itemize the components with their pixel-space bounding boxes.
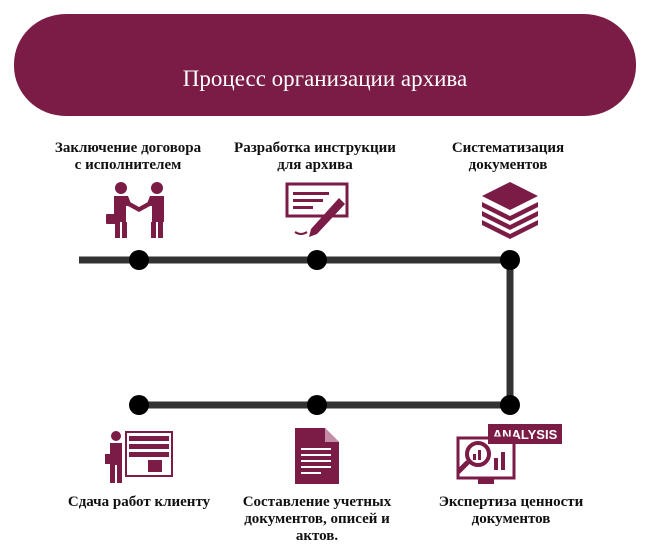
stack-icon [482, 182, 538, 239]
archive-handover-icon [105, 431, 173, 483]
document-signing-icon [285, 182, 349, 237]
step-label-instruction: Разработка инструкции для архива [218, 140, 412, 174]
step-label-line: Разработка инструкции [234, 140, 396, 156]
step-label-line: Заключение договора [54, 140, 202, 156]
node-inventory [307, 395, 327, 415]
node-systematization [500, 250, 520, 270]
step-label-contract: Заключение договора с исполнителем [40, 140, 216, 174]
node-contract [129, 250, 149, 270]
step-label-line: Составление учетных [242, 494, 392, 510]
step-label-line: Систематизация [451, 140, 565, 156]
step-label-line: документов, описей и [244, 511, 390, 527]
page-title: Процесс организации архива [182, 66, 468, 91]
node-handover [129, 395, 149, 415]
step-label-line: Сдача работ клиенту [67, 494, 211, 510]
step-label-handover: Сдача работ клиенту [52, 494, 226, 511]
step-label-line: для архива [277, 157, 353, 173]
step-label-line: с исполнителем [74, 157, 182, 173]
handshake-icon [106, 182, 164, 238]
node-expertise [500, 395, 520, 415]
step-label-line: документов [471, 511, 551, 527]
analysis-icon: ANALYSIS [456, 424, 562, 484]
title-banner: Процесс организации архива [14, 14, 636, 116]
node-instruction [307, 250, 327, 270]
document-icon [295, 428, 339, 484]
step-label-line: документов [468, 157, 548, 173]
timeline-path [79, 256, 514, 409]
analysis-badge-text: ANALYSIS [493, 427, 558, 442]
step-label-line: актов. [295, 528, 339, 544]
step-label-expertise: Экспертиза ценности документов [418, 494, 604, 528]
step-label-systematization: Систематизация документов [420, 140, 596, 174]
step-label-inventory: Составление учетных документов, описей и… [226, 494, 408, 545]
step-label-line: Экспертиза ценности [438, 494, 584, 510]
